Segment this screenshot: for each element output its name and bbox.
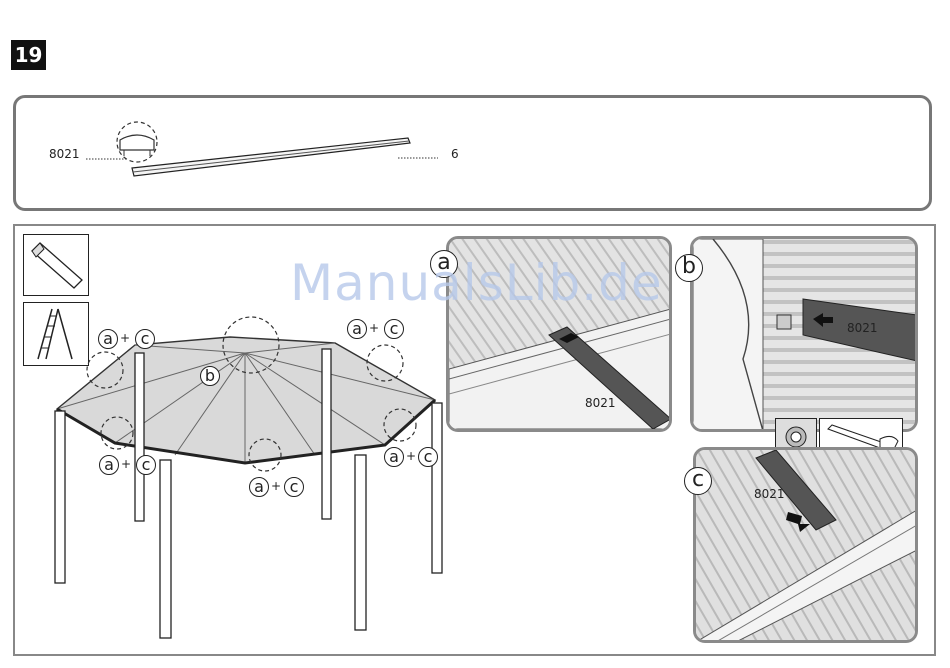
inset-a-part-code: 8021 [585,396,616,410]
callout-a-left: a [99,455,119,475]
callout-a-front: a [249,477,269,497]
callout-a-top-right: a [347,319,367,339]
callout-c-top-right: c [384,319,404,339]
part-quantity-label: 6 [451,147,459,161]
inset-b-label: b [675,254,703,282]
detail-inset-c [693,447,918,643]
inset-c-label: c [684,467,712,495]
step-number: 19 [11,40,46,70]
callout-c-top-left: c [135,329,155,349]
profile-icon [23,234,89,296]
inset-c-part-code: 8021 [754,487,785,501]
callout-a-right: a [384,447,404,467]
profile-strip-illustration [80,120,450,182]
callout-a-top-left: a [98,329,118,349]
gazebo-illustration [45,315,445,645]
plus-sign: + [369,321,379,335]
part-code-label: 8021 [49,147,80,161]
callout-c-front: c [284,477,304,497]
watermark: ManualsLib.de [290,254,663,312]
plus-sign: + [271,479,281,493]
callout-c-left: c [136,455,156,475]
callout-b-roof: b [200,366,220,386]
plus-sign: + [120,331,130,345]
callout-c-right: c [418,447,438,467]
plus-sign: + [121,457,131,471]
plus-sign: + [406,449,416,463]
inset-b-part-code: 8021 [847,321,878,335]
detail-inset-b [690,236,918,432]
